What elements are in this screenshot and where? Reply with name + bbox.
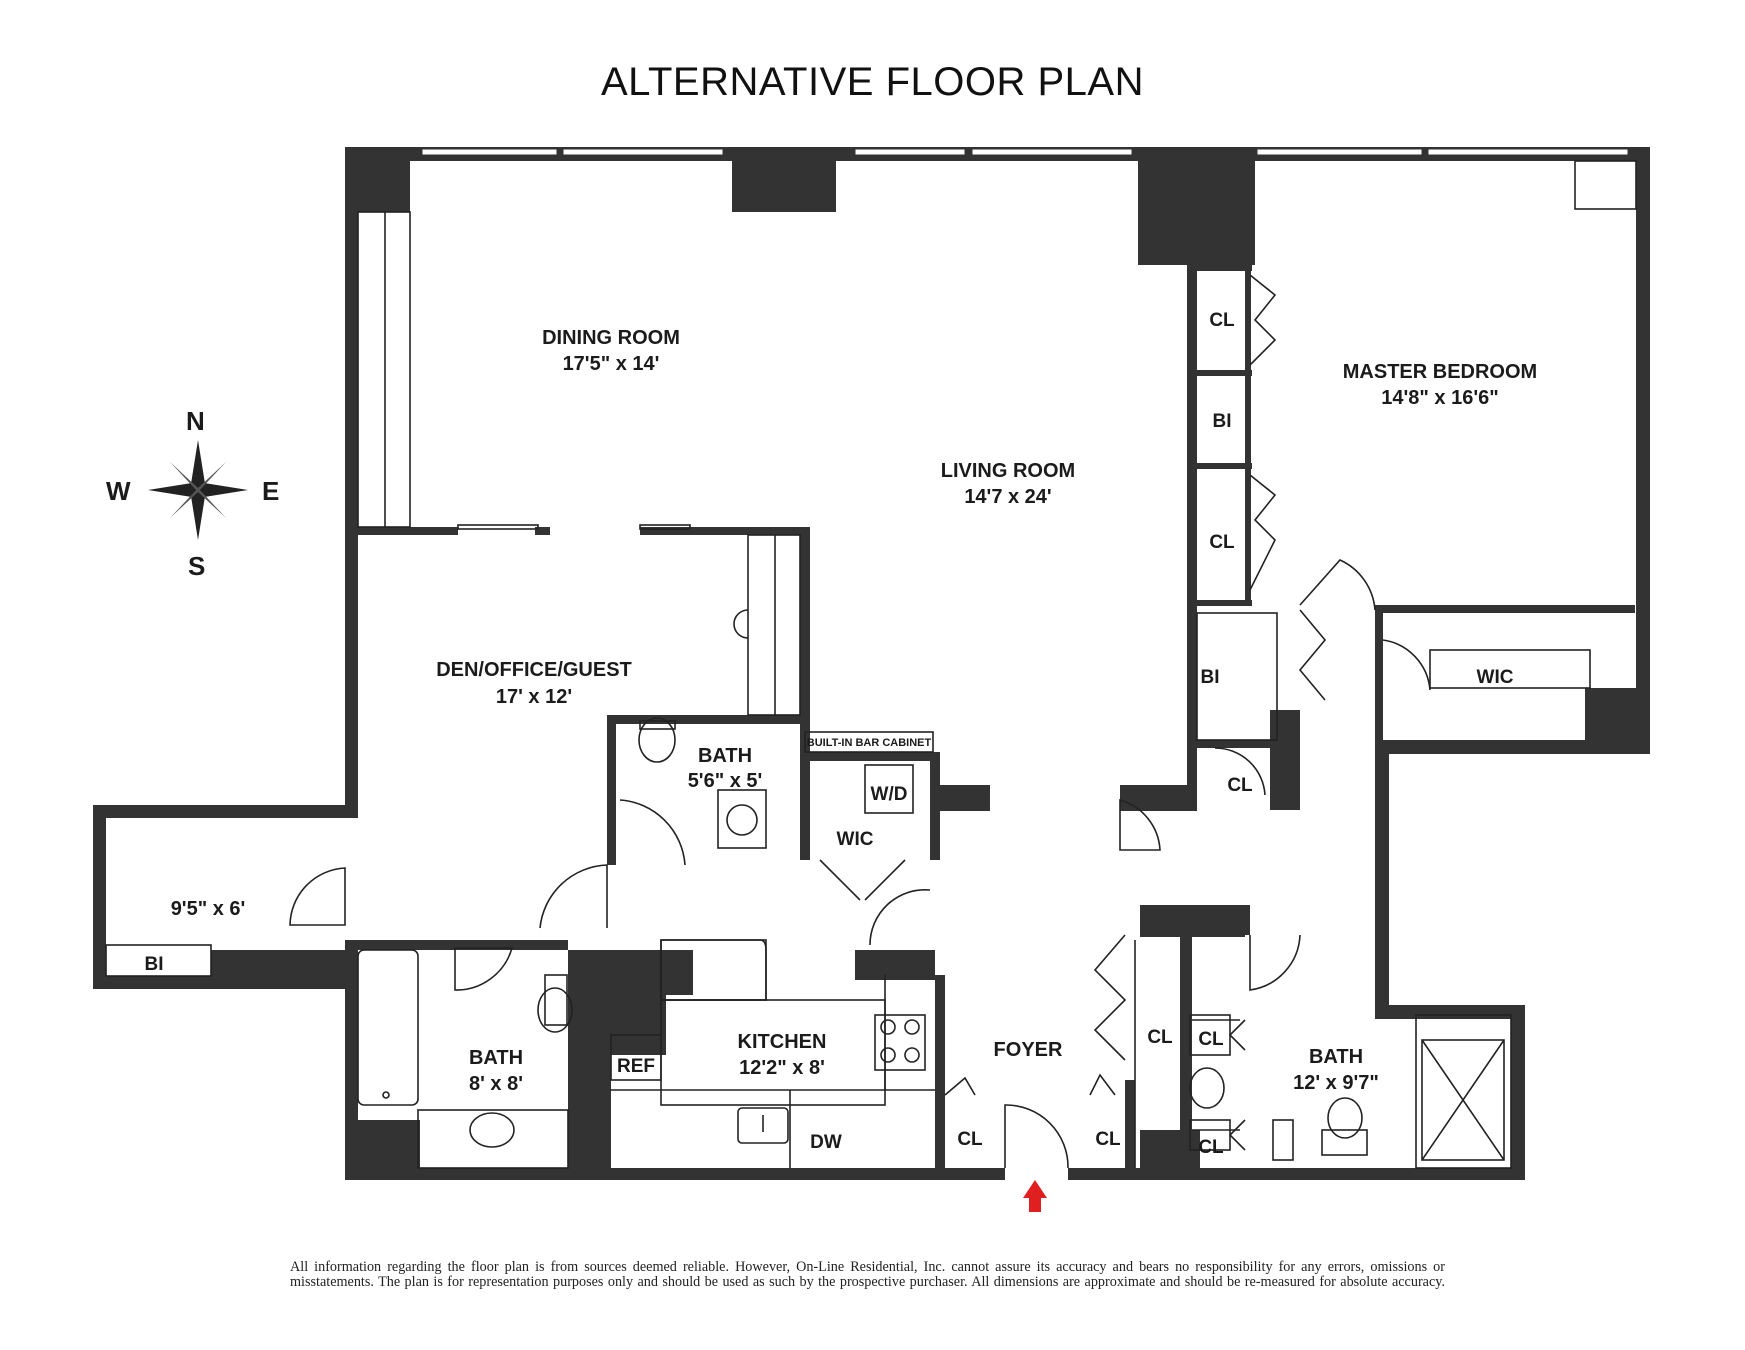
fixture-lines [105,160,1637,1169]
den-name: DEN/OFFICE/GUEST [436,659,632,681]
door-swings [289,274,1431,1169]
built-in-label: BI [1201,667,1220,688]
dining-room-dims: 17'5" x 14' [563,353,660,375]
closet-label: CL [1198,1029,1224,1050]
built-in-label: BI [1213,411,1232,432]
room-labels: DINING ROOM 17'5" x 14' LIVING ROOM 14'7… [171,327,1538,1095]
windows [421,148,1629,156]
interior-walls [345,265,1635,1180]
compass-south: S [188,551,205,581]
entry-arrow-icon [1023,1180,1047,1212]
master-bath-name: BATH [1309,1046,1363,1068]
kitchen-name: KITCHEN [738,1031,827,1053]
closet-label: CL [1227,775,1253,796]
closet-label: CL [957,1129,983,1150]
master-bedroom-dims: 14'8" x 16'6" [1381,387,1498,409]
washer-dryer-label: W/D [871,784,908,805]
den-dims: 17' x 12' [496,686,572,708]
small-bath-name: BATH [698,745,752,767]
compass-west: W [106,476,131,506]
closet-label: CL [1198,1137,1224,1158]
plan-title: ALTERNATIVE FLOOR PLAN [601,60,1144,104]
master-bedroom-name: MASTER BEDROOM [1343,361,1537,383]
living-room-name: LIVING ROOM [941,460,1075,482]
master-wic-label: WIC [1477,667,1514,688]
living-room-dims: 14'7 x 24' [964,486,1051,508]
built-in-label: BI [145,954,164,975]
small-bath-dims: 5'6" x 5' [688,770,763,792]
west-bath-dims: 8' x 8' [469,1073,523,1095]
dishwasher-label: DW [810,1132,842,1153]
wic-label: WIC [837,829,874,850]
exterior-walls [93,147,1650,1180]
compass-east: E [262,476,279,506]
kitchen-dims: 12'2" x 8' [739,1057,825,1079]
master-bath-dims: 12' x 9'7" [1293,1072,1379,1094]
closet-label: CL [1095,1129,1121,1150]
closet-label: CL [1209,532,1235,553]
alcove-dims: 9'5" x 6' [171,898,246,920]
foyer-name: FOYER [994,1039,1063,1061]
closet-labels: CL BI CL BI WIC CL WIC W/D BUILT-IN BAR … [145,310,1514,1158]
compass-rose: N S W E [106,406,279,581]
bar-cabinet-label: BUILT-IN BAR CABINET [807,737,932,749]
west-bath-name: BATH [469,1047,523,1069]
closet-label: CL [1209,310,1235,331]
ref-label: REF [617,1056,655,1077]
compass-north: N [186,406,205,436]
dining-room-name: DINING ROOM [542,327,680,349]
closet-label: CL [1147,1027,1173,1048]
disclaimer: All information regarding the floor plan… [290,1259,1445,1290]
